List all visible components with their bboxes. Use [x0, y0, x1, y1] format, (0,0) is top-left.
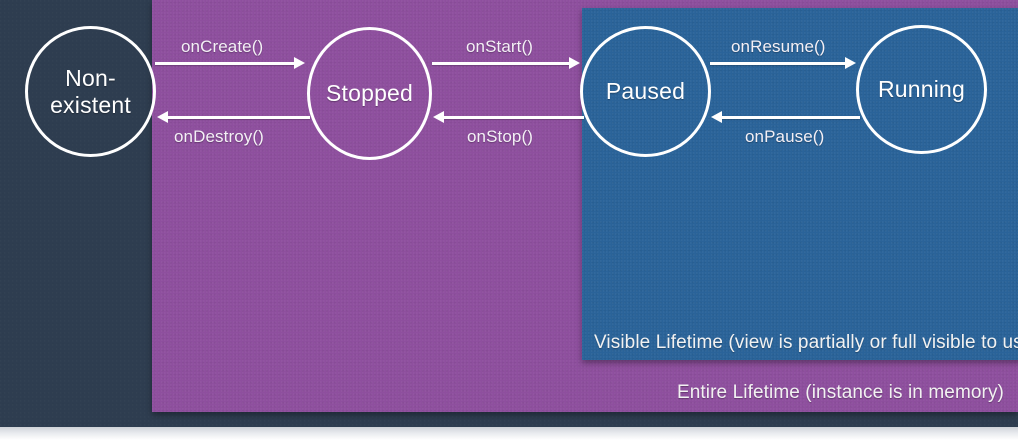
state-node-non-existent[interactable]: Non- existent	[25, 26, 156, 157]
transition-label-onpause: onPause()	[745, 127, 825, 146]
arrowhead-right-icon	[845, 57, 856, 69]
transition-label-onresume: onResume()	[731, 37, 826, 56]
state-node-running[interactable]: Running	[856, 25, 987, 154]
transition-label-ondestroy: onDestroy()	[174, 127, 264, 146]
transition-label-onstart: onStart()	[466, 37, 534, 56]
state-node-paused[interactable]: Paused	[580, 26, 711, 157]
transition-arrow-onresume	[710, 62, 848, 65]
state-node-stopped[interactable]: Stopped	[307, 27, 432, 160]
visible-lifetime-label: Visible Lifetime (view is partially or f…	[594, 332, 1018, 353]
transition-arrow-onstart	[432, 62, 572, 65]
transition-label-onstop: onStop()	[467, 127, 534, 146]
transition-arrow-ondestroy	[167, 116, 310, 119]
arrowhead-left-icon	[711, 111, 722, 123]
arrowhead-left-icon	[433, 111, 444, 123]
transition-arrow-onpause	[722, 116, 860, 119]
transition-arrow-onstop	[444, 116, 584, 119]
arrowhead-right-icon	[569, 57, 580, 69]
entire-lifetime-label: Entire Lifetime (instance is in memory)	[676, 382, 1004, 403]
transition-label-oncreate: onCreate()	[181, 37, 264, 56]
transition-arrow-oncreate	[155, 62, 297, 65]
arrowhead-left-icon	[157, 111, 168, 123]
arrowhead-right-icon	[294, 57, 305, 69]
slide-bottom-edge	[0, 427, 1018, 440]
